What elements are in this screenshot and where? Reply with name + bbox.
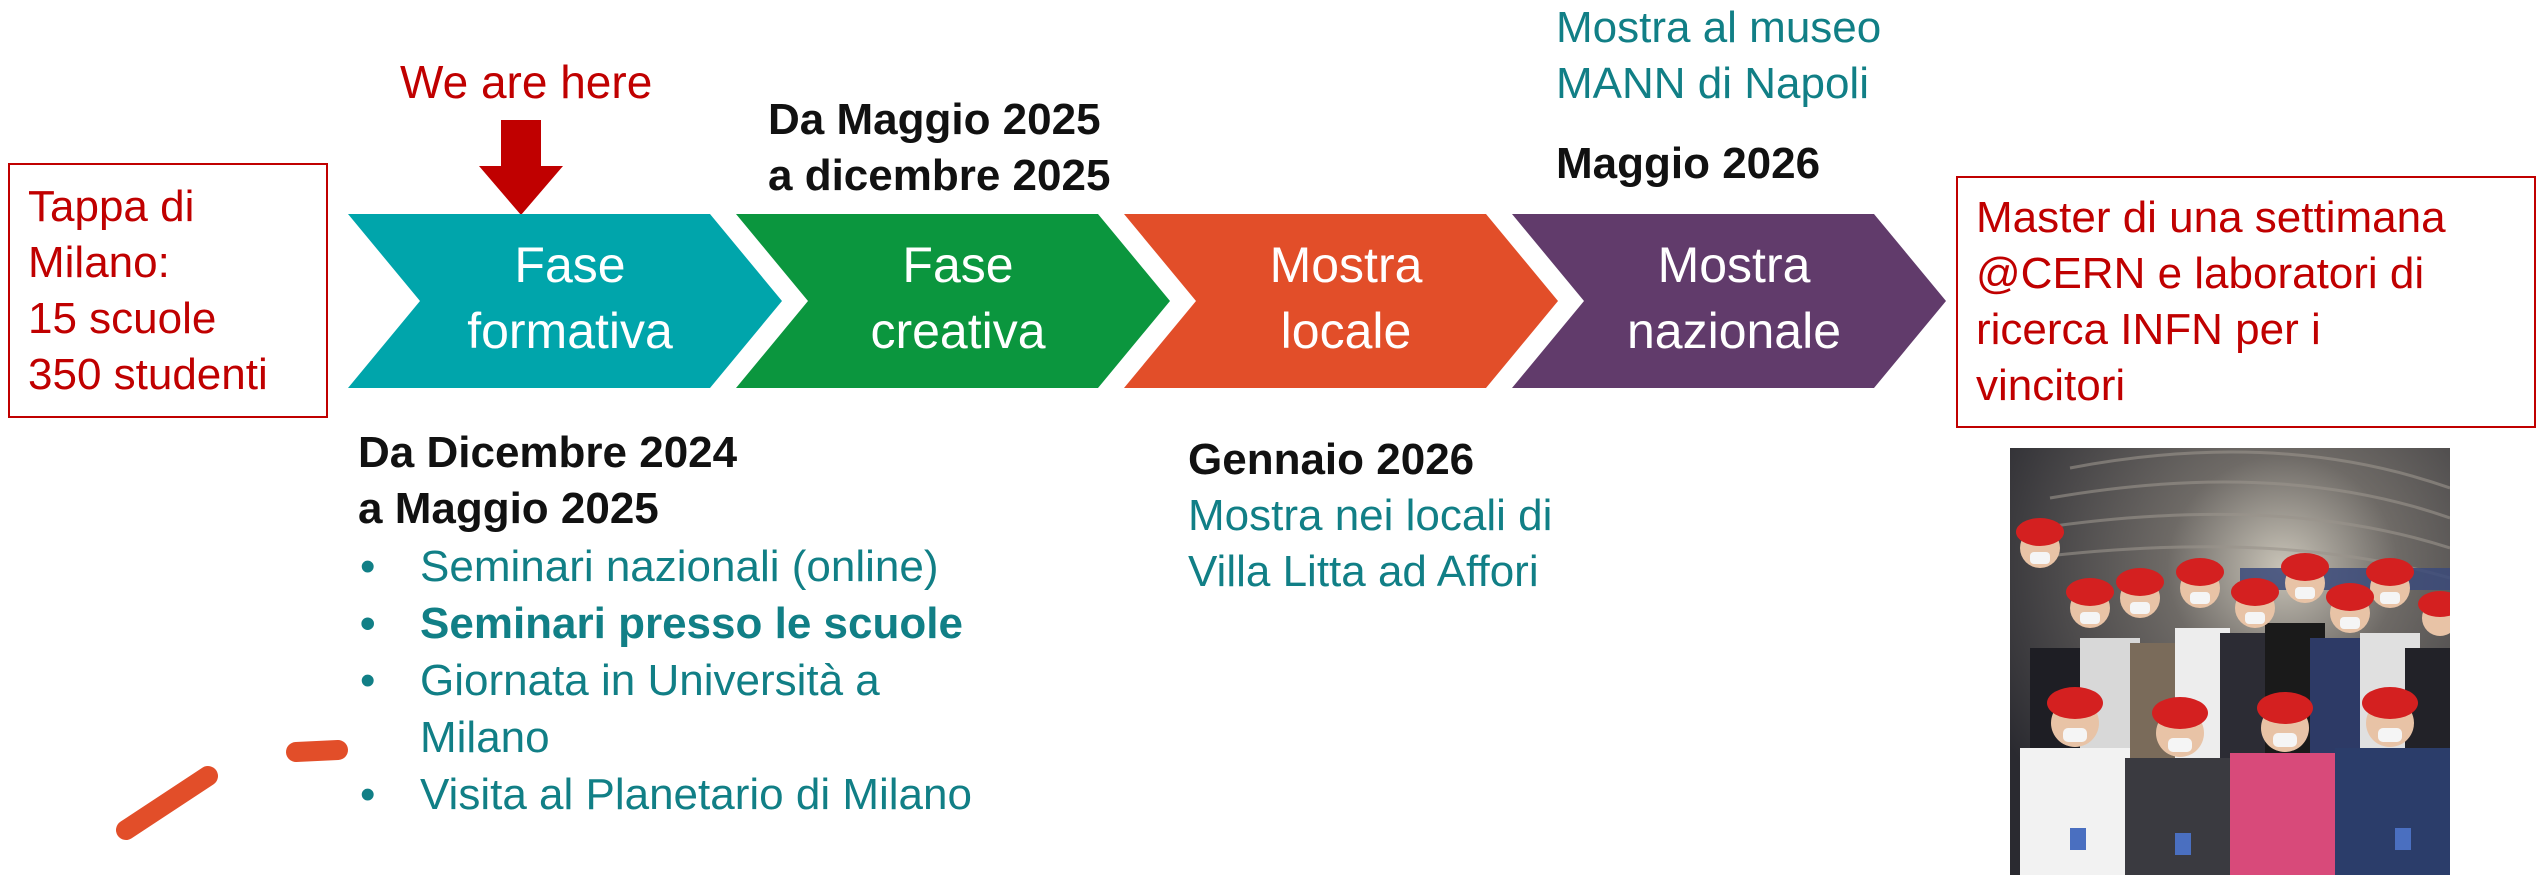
phase4-description-line: Mostra al museo (1556, 3, 1882, 52)
milano-info-box: Tappa di Milano: 15 scuole 350 studenti (8, 163, 328, 418)
phase1-date: Da Dicembre 2024 a Maggio 2025 (358, 425, 737, 537)
bullet-icon: • (360, 656, 376, 705)
phase1-activity-list: • Seminari nazionali (online) • Seminari… (360, 538, 980, 823)
master-line: ricerca INFN per i (1976, 305, 2321, 354)
list-item: • Seminari presso le scuole (360, 595, 980, 652)
list-item: • Giornata in Università a Milano (360, 652, 980, 766)
phase1-date-line: a Maggio 2025 (358, 484, 659, 533)
phase-label-line: formativa (467, 303, 673, 359)
phase-label-line: Fase (902, 237, 1014, 293)
milano-line: Milano: (28, 238, 170, 287)
phase-timeline (348, 214, 1946, 388)
we-are-here-label: We are here (400, 56, 653, 108)
bullet-text: Seminari presso le scuole (420, 599, 963, 648)
phase-chevron-formativa (348, 214, 782, 388)
phase-label-line: creativa (870, 303, 1046, 359)
phase2-date-line: a dicembre 2025 (768, 151, 1111, 200)
phase-label-line: nazionale (1626, 303, 1842, 359)
cern-students-photo (2010, 448, 2450, 875)
phase-label-mostra-locale: Mostra locale (1186, 232, 1506, 364)
phase-label-line: Mostra (1269, 237, 1423, 293)
bullet-icon: • (360, 770, 376, 819)
phase-label-creativa: Fase creativa (798, 232, 1118, 364)
list-item: • Visita al Planetario di Milano (360, 766, 980, 823)
phase3-description-line: Mostra nei locali di (1188, 491, 1553, 540)
milano-line: 15 scuole (28, 294, 217, 343)
phase3-date: Gennaio 2026 (1188, 435, 1475, 484)
phase2-date: Da Maggio 2025 a dicembre 2025 (768, 92, 1110, 204)
decorative-stroke (116, 740, 348, 840)
phase-label-mostra-nazionale: Mostra nazionale (1574, 232, 1894, 364)
master-line: @CERN e laboratori di (1976, 249, 2425, 298)
list-item: • Seminari nazionali (online) (360, 538, 980, 595)
phase-label-formativa: Fase formativa (410, 232, 730, 364)
bullet-icon: • (360, 599, 376, 648)
phase3-description: Mostra nei locali di Villa Litta ad Affo… (1188, 488, 1552, 600)
master-info-box: Master di una settimana @CERN e laborato… (1956, 176, 2536, 428)
bullet-text: Giornata in Università a Milano (420, 656, 880, 762)
milano-line: 350 studenti (28, 350, 268, 399)
phase-chevron-creativa (736, 214, 1170, 388)
phase4-date: Maggio 2026 (1556, 139, 1821, 188)
phase4-description: Mostra al museo MANN di Napoli (1556, 0, 1881, 112)
phase3-description-line: Villa Litta ad Affori (1188, 547, 1539, 596)
bullet-text: Seminari nazionali (online) (420, 542, 939, 591)
phase-label-line: Mostra (1657, 237, 1811, 293)
master-line: vincitori (1976, 361, 2126, 410)
master-line: Master di una settimana (1976, 193, 2446, 242)
bullet-icon: • (360, 542, 376, 591)
phase4-description-line: MANN di Napoli (1556, 59, 1869, 108)
phase-label-line: Fase (514, 237, 626, 293)
phase-chevron-mostra-locale (1124, 214, 1558, 388)
down-arrow-icon (479, 120, 563, 215)
milano-line: Tappa di (28, 182, 195, 231)
phase-label-line: locale (1280, 303, 1412, 359)
bullet-text: Visita al Planetario di Milano (420, 770, 972, 819)
phase2-date-line: Da Maggio 2025 (768, 95, 1101, 144)
phase1-date-line: Da Dicembre 2024 (358, 428, 738, 477)
cern-tunnel-illustration (2010, 448, 2450, 875)
phase-chevron-mostra-nazionale (1512, 214, 1946, 388)
